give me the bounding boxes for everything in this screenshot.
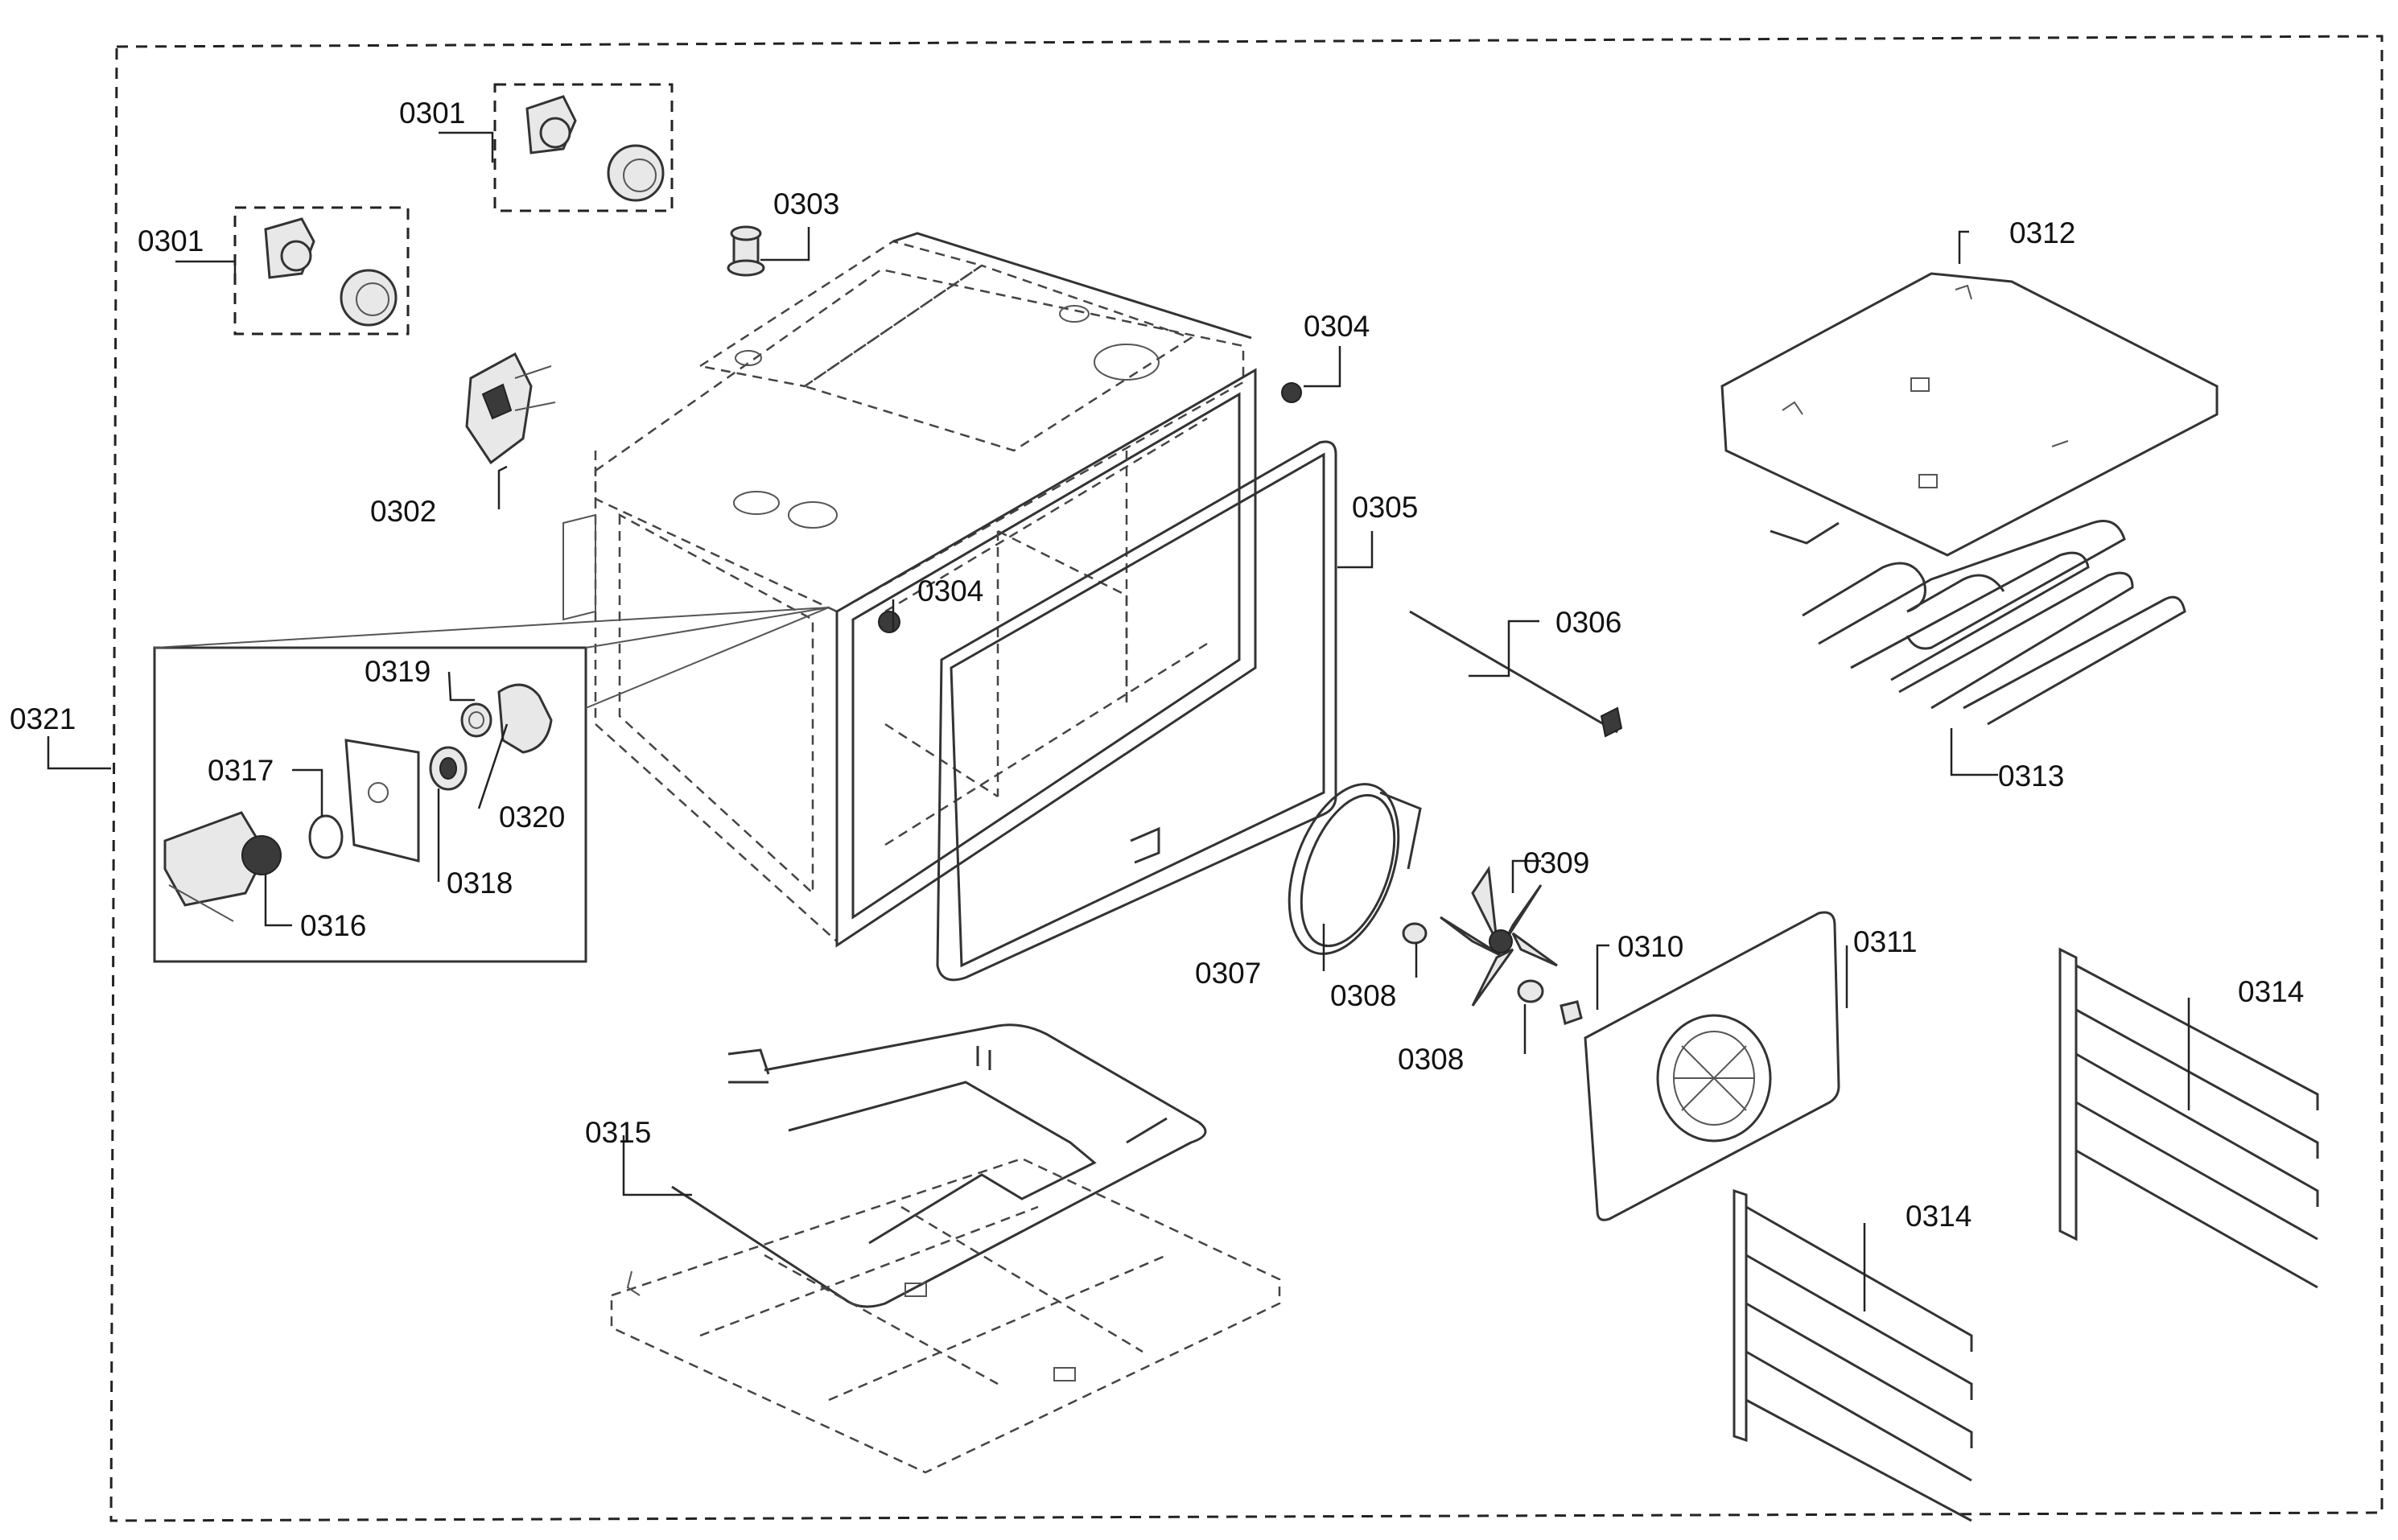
label-0321: 0321 xyxy=(10,702,76,735)
part-0307-ring-element xyxy=(1288,783,1422,955)
label-0304-top: 0304 xyxy=(1304,310,1370,343)
part-0304-knob-front xyxy=(878,611,900,633)
part-0311-rear-panel xyxy=(1584,911,1840,1221)
label-0308-a: 0308 xyxy=(1330,979,1396,1012)
oven-cavity xyxy=(562,232,1302,948)
label-0312: 0312 xyxy=(2009,216,2075,249)
part-0306-rod xyxy=(1409,610,1618,734)
part-0320-cover xyxy=(497,683,553,754)
part-0318-plate xyxy=(344,739,420,863)
part-0302-thermostat xyxy=(465,352,556,465)
part-0304-knob-top xyxy=(1281,382,1302,403)
part-0309-fan xyxy=(1440,865,1558,1007)
detail-inset-box xyxy=(153,646,587,963)
assembly-boundary xyxy=(109,35,2384,1522)
part-0308-washer-b xyxy=(1517,979,1544,1003)
part-0313-heating-element xyxy=(1770,520,2186,726)
label-0314-left: 0314 xyxy=(1906,1200,1972,1233)
label-0316: 0316 xyxy=(300,909,366,942)
part-0308-washer-a xyxy=(1402,922,1428,945)
part-0318-nut xyxy=(429,746,468,791)
part-0319-cap xyxy=(460,702,492,738)
label-0304-front: 0304 xyxy=(917,574,983,607)
part-0303-vent xyxy=(727,225,765,277)
label-0315: 0315 xyxy=(585,1116,651,1149)
part-0301-lamp-lower xyxy=(264,217,398,327)
label-0302: 0302 xyxy=(370,495,436,528)
label-0307: 0307 xyxy=(1195,957,1261,990)
part-0316-socket xyxy=(163,811,282,922)
part-0315-bake-element xyxy=(671,1023,1207,1308)
label-0301-upper: 0301 xyxy=(399,97,465,130)
part-0314-rack-right xyxy=(2058,947,2319,1289)
label-0320: 0320 xyxy=(499,801,565,834)
label-0318: 0318 xyxy=(447,867,513,900)
label-0311: 0311 xyxy=(1853,925,1918,958)
part-0315-bottom-panel xyxy=(610,1157,1281,1474)
part-0305-gasket xyxy=(936,440,1337,982)
label-0309: 0309 xyxy=(1523,846,1589,879)
label-0313: 0313 xyxy=(1998,760,2064,793)
label-0303: 0303 xyxy=(773,187,839,220)
leader-lines xyxy=(47,131,2190,1311)
label-0317: 0317 xyxy=(208,754,274,787)
part-0312-top-cover xyxy=(1720,272,2219,557)
part-0314-rack-left xyxy=(1733,1188,1973,1522)
part-0301-box-upper xyxy=(493,83,674,212)
label-0308-b: 0308 xyxy=(1398,1043,1464,1076)
part-0301-lamp-upper xyxy=(525,95,665,202)
label-0310: 0310 xyxy=(1617,930,1683,963)
part-0301-box-lower xyxy=(233,206,410,336)
label-0305: 0305 xyxy=(1352,491,1418,524)
label-0301-lower: 0301 xyxy=(138,224,204,257)
part-0317-ring xyxy=(308,814,344,859)
label-0306: 0306 xyxy=(1555,606,1621,639)
label-0314-right: 0314 xyxy=(2238,975,2304,1008)
part-0310-nut xyxy=(1560,1000,1583,1025)
label-0319: 0319 xyxy=(365,655,431,688)
